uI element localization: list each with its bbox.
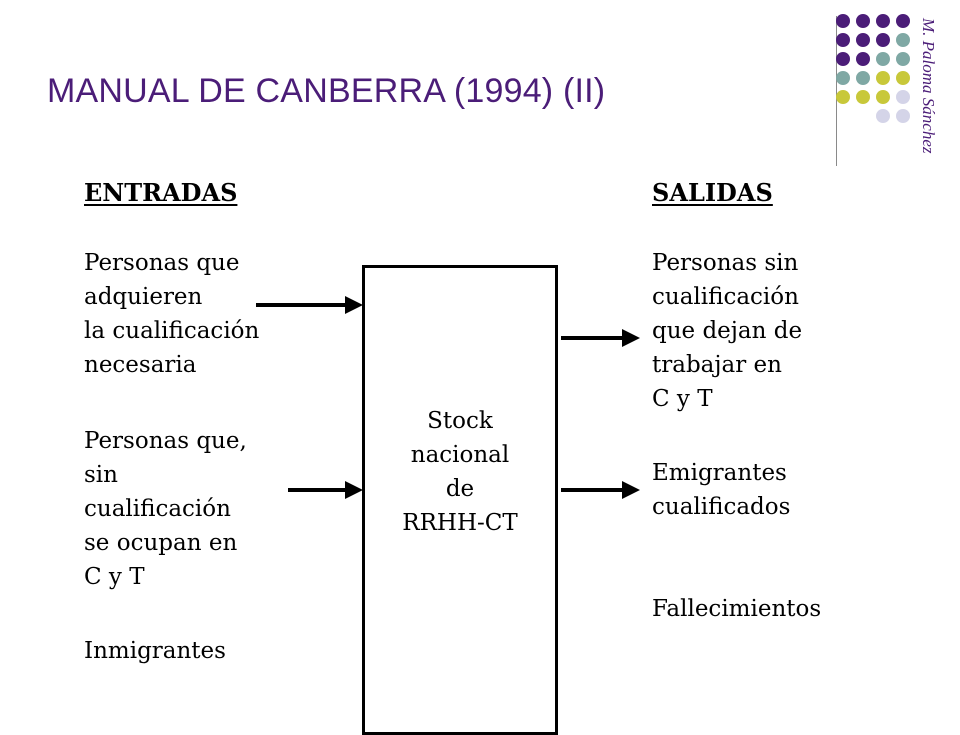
output-label-leave: Personas sin cualificación que dejan de … <box>652 250 803 412</box>
input-label-acquire: Personas que adquieren la cualificación … <box>84 250 260 378</box>
flow-arrows <box>256 296 640 499</box>
arrow-out-leave <box>561 329 640 347</box>
output-label-deaths: Fallecimientos <box>652 596 822 622</box>
decor-dot <box>856 33 870 47</box>
decor-dot <box>896 33 910 47</box>
decor-dot <box>856 52 870 66</box>
decor-dot <box>836 52 850 66</box>
stock-box <box>362 265 558 735</box>
decor-dot <box>876 33 890 47</box>
decor-dot <box>836 33 850 47</box>
decor-dot <box>896 71 910 85</box>
decor-dot <box>876 109 890 123</box>
decor-dot <box>876 90 890 104</box>
arrow-in-acquire <box>256 296 363 314</box>
decor-dot <box>896 52 910 66</box>
slide-title: MANUAL DE CANBERRA (1994) (II) <box>47 72 606 110</box>
decor-dot <box>856 14 870 28</box>
author-credit: M. Paloma Sánchez <box>919 18 938 154</box>
decor-dot <box>896 90 910 104</box>
outputs-header: SALIDAS <box>652 178 773 207</box>
decor-dot <box>836 71 850 85</box>
arrow-in-occupied <box>288 481 363 499</box>
stock-label: Stock nacional de RRHH-CT <box>402 408 518 536</box>
output-label-emigrants: Emigrantes cualificados <box>652 460 791 520</box>
decor-dot <box>856 90 870 104</box>
decor-dot <box>876 14 890 28</box>
decor-dot <box>836 14 850 28</box>
decor-dot <box>856 71 870 85</box>
inputs-header: ENTRADAS <box>84 178 238 207</box>
title-divider <box>836 16 837 166</box>
decor-dot <box>896 109 910 123</box>
decor-dot <box>836 90 850 104</box>
input-label-immigrants: Inmigrantes <box>84 638 226 664</box>
decor-dot <box>876 52 890 66</box>
input-label-occupied: Personas que, sin cualificación se ocupa… <box>84 428 247 590</box>
arrow-out-emigrants <box>561 481 640 499</box>
decor-dot <box>876 71 890 85</box>
decor-dot <box>896 14 910 28</box>
